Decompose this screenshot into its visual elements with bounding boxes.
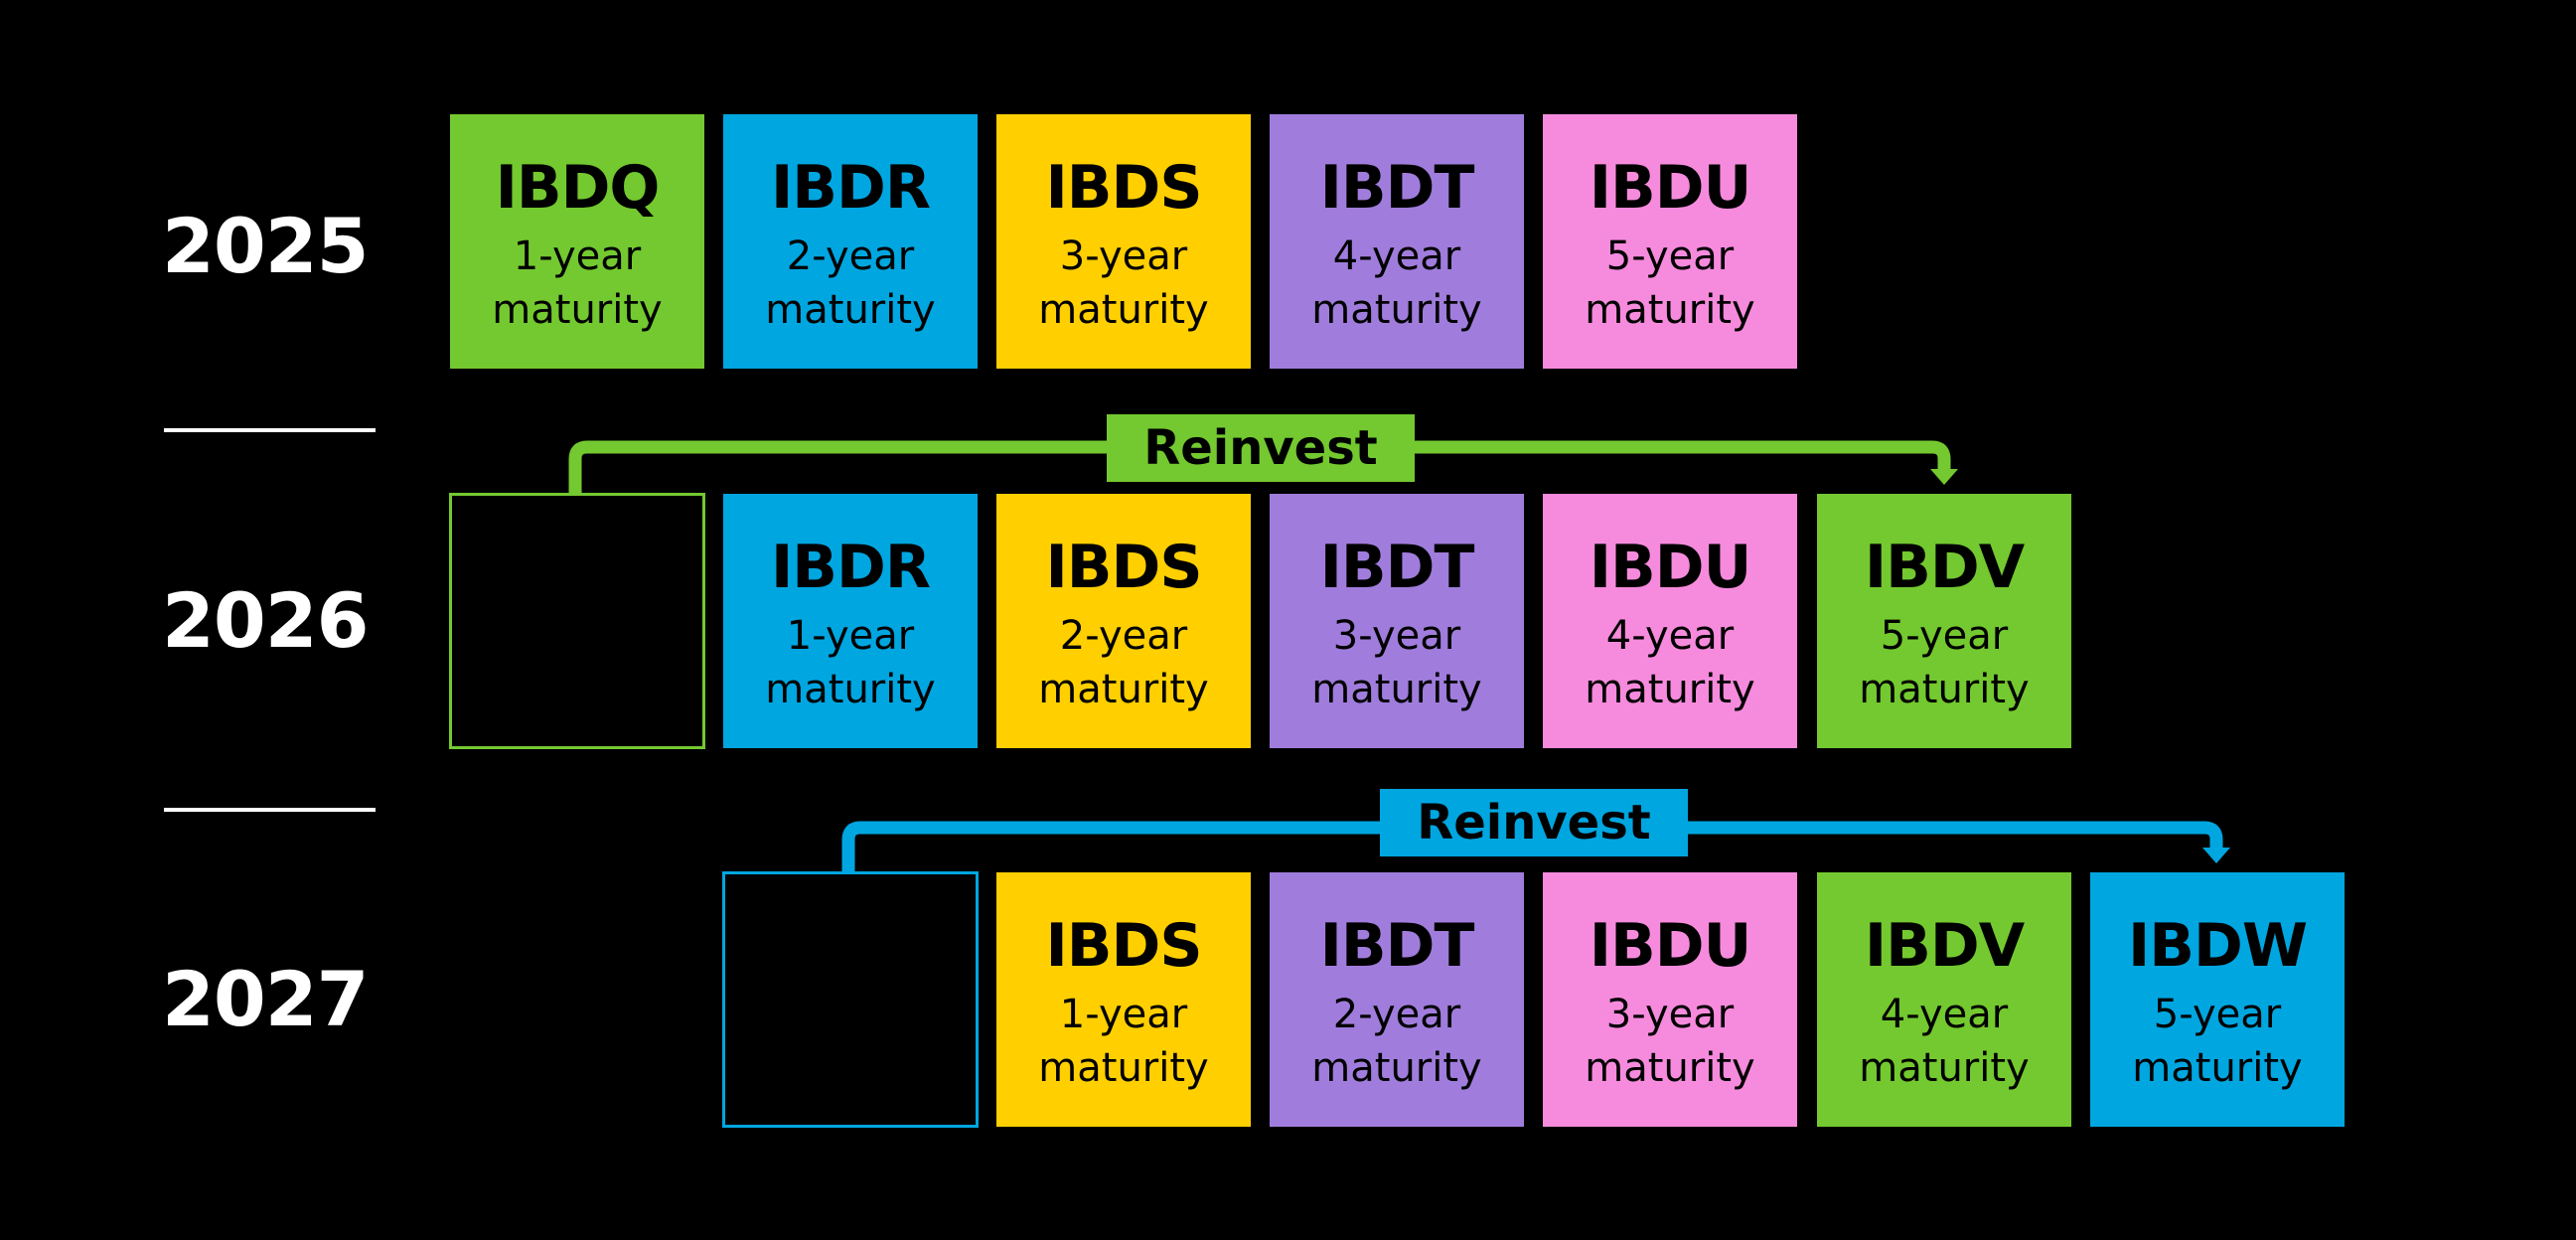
fund-ticker: IBDW bbox=[2127, 911, 2308, 981]
fund-maturity-label: maturity bbox=[1585, 667, 1755, 712]
fund-box-ibdv: IBDV 5-year maturity bbox=[1817, 494, 2071, 748]
fund-ticker: IBDS bbox=[1045, 911, 1202, 981]
fund-maturity-label: maturity bbox=[1311, 667, 1482, 712]
fund-ticker: IBDV bbox=[1864, 911, 2025, 981]
fund-box-ibdu: IBDU 4-year maturity bbox=[1543, 494, 1797, 748]
fund-box-ibdt: IBDT 3-year maturity bbox=[1270, 494, 1524, 748]
fund-ticker: IBDT bbox=[1319, 533, 1475, 602]
fund-maturity-label: maturity bbox=[1585, 1045, 1755, 1091]
fund-box-ibds: IBDS 3-year maturity bbox=[996, 114, 1251, 369]
fund-maturity-label: maturity bbox=[765, 667, 936, 712]
fund-box-ibdt: IBDT 2-year maturity bbox=[1270, 872, 1524, 1127]
fund-term: 1-year bbox=[1059, 992, 1188, 1037]
year-label-2025: 2025 bbox=[162, 202, 370, 290]
fund-ticker: IBDV bbox=[1864, 533, 2025, 602]
fund-box-ibdu: IBDU 3-year maturity bbox=[1543, 872, 1797, 1127]
year-label-2027: 2027 bbox=[162, 955, 370, 1043]
fund-term: 5-year bbox=[1605, 233, 1735, 279]
fund-maturity-label: maturity bbox=[1038, 667, 1209, 712]
fund-box-ibdu: IBDU 5-year maturity bbox=[1543, 114, 1797, 369]
matured-fund-placeholder bbox=[722, 871, 979, 1128]
fund-ticker: IBDS bbox=[1045, 533, 1202, 602]
fund-box-ibdr: IBDR 2-year maturity bbox=[723, 114, 978, 369]
fund-box-ibds: IBDS 1-year maturity bbox=[996, 872, 1251, 1127]
fund-term: 3-year bbox=[1059, 233, 1188, 279]
fund-ticker: IBDR bbox=[770, 153, 931, 223]
matured-fund-placeholder bbox=[449, 493, 705, 749]
fund-ticker: IBDT bbox=[1319, 911, 1475, 981]
reinvest-arrowhead bbox=[1930, 469, 1958, 485]
row-divider bbox=[164, 808, 376, 812]
fund-box-ibds: IBDS 2-year maturity bbox=[996, 494, 1251, 748]
fund-term: 1-year bbox=[513, 233, 642, 279]
row-divider bbox=[164, 428, 376, 432]
fund-term: 3-year bbox=[1332, 613, 1461, 659]
fund-maturity-label: maturity bbox=[1311, 287, 1482, 333]
fund-maturity-label: maturity bbox=[1311, 1045, 1482, 1091]
fund-box-ibdq: IBDQ 1-year maturity bbox=[450, 114, 704, 369]
fund-term: 2-year bbox=[1332, 992, 1461, 1037]
fund-ticker: IBDQ bbox=[495, 153, 661, 223]
reinvest-label-2027: Reinvest bbox=[1380, 789, 1688, 856]
fund-ticker: IBDU bbox=[1589, 533, 1752, 602]
fund-maturity-label: maturity bbox=[492, 287, 663, 333]
fund-term: 1-year bbox=[786, 613, 915, 659]
fund-box-ibdr: IBDR 1-year maturity bbox=[723, 494, 978, 748]
fund-maturity-label: maturity bbox=[1859, 1045, 2030, 1091]
fund-ticker: IBDU bbox=[1589, 153, 1752, 223]
fund-maturity-label: maturity bbox=[1038, 287, 1209, 333]
reinvest-arrowhead bbox=[2202, 848, 2230, 863]
fund-ticker: IBDR bbox=[770, 533, 931, 602]
fund-term: 2-year bbox=[1059, 613, 1188, 659]
fund-box-ibdv: IBDV 4-year maturity bbox=[1817, 872, 2071, 1127]
fund-term: 2-year bbox=[786, 233, 915, 279]
fund-maturity-label: maturity bbox=[1038, 1045, 1209, 1091]
reinvest-label-2026: Reinvest bbox=[1107, 414, 1415, 482]
fund-box-ibdt: IBDT 4-year maturity bbox=[1270, 114, 1524, 369]
fund-term: 4-year bbox=[1605, 613, 1735, 659]
fund-ticker: IBDT bbox=[1319, 153, 1475, 223]
fund-term: 3-year bbox=[1605, 992, 1735, 1037]
fund-ticker: IBDU bbox=[1589, 911, 1752, 981]
fund-maturity-label: maturity bbox=[1585, 287, 1755, 333]
fund-term: 5-year bbox=[1880, 613, 2009, 659]
fund-maturity-label: maturity bbox=[1859, 667, 2030, 712]
fund-term: 5-year bbox=[2153, 992, 2282, 1037]
fund-box-ibdw: IBDW 5-year maturity bbox=[2090, 872, 2345, 1127]
year-label-2026: 2026 bbox=[162, 576, 370, 665]
fund-maturity-label: maturity bbox=[765, 287, 936, 333]
fund-maturity-label: maturity bbox=[2132, 1045, 2303, 1091]
fund-term: 4-year bbox=[1880, 992, 2009, 1037]
fund-term: 4-year bbox=[1332, 233, 1461, 279]
fund-ticker: IBDS bbox=[1045, 153, 1202, 223]
